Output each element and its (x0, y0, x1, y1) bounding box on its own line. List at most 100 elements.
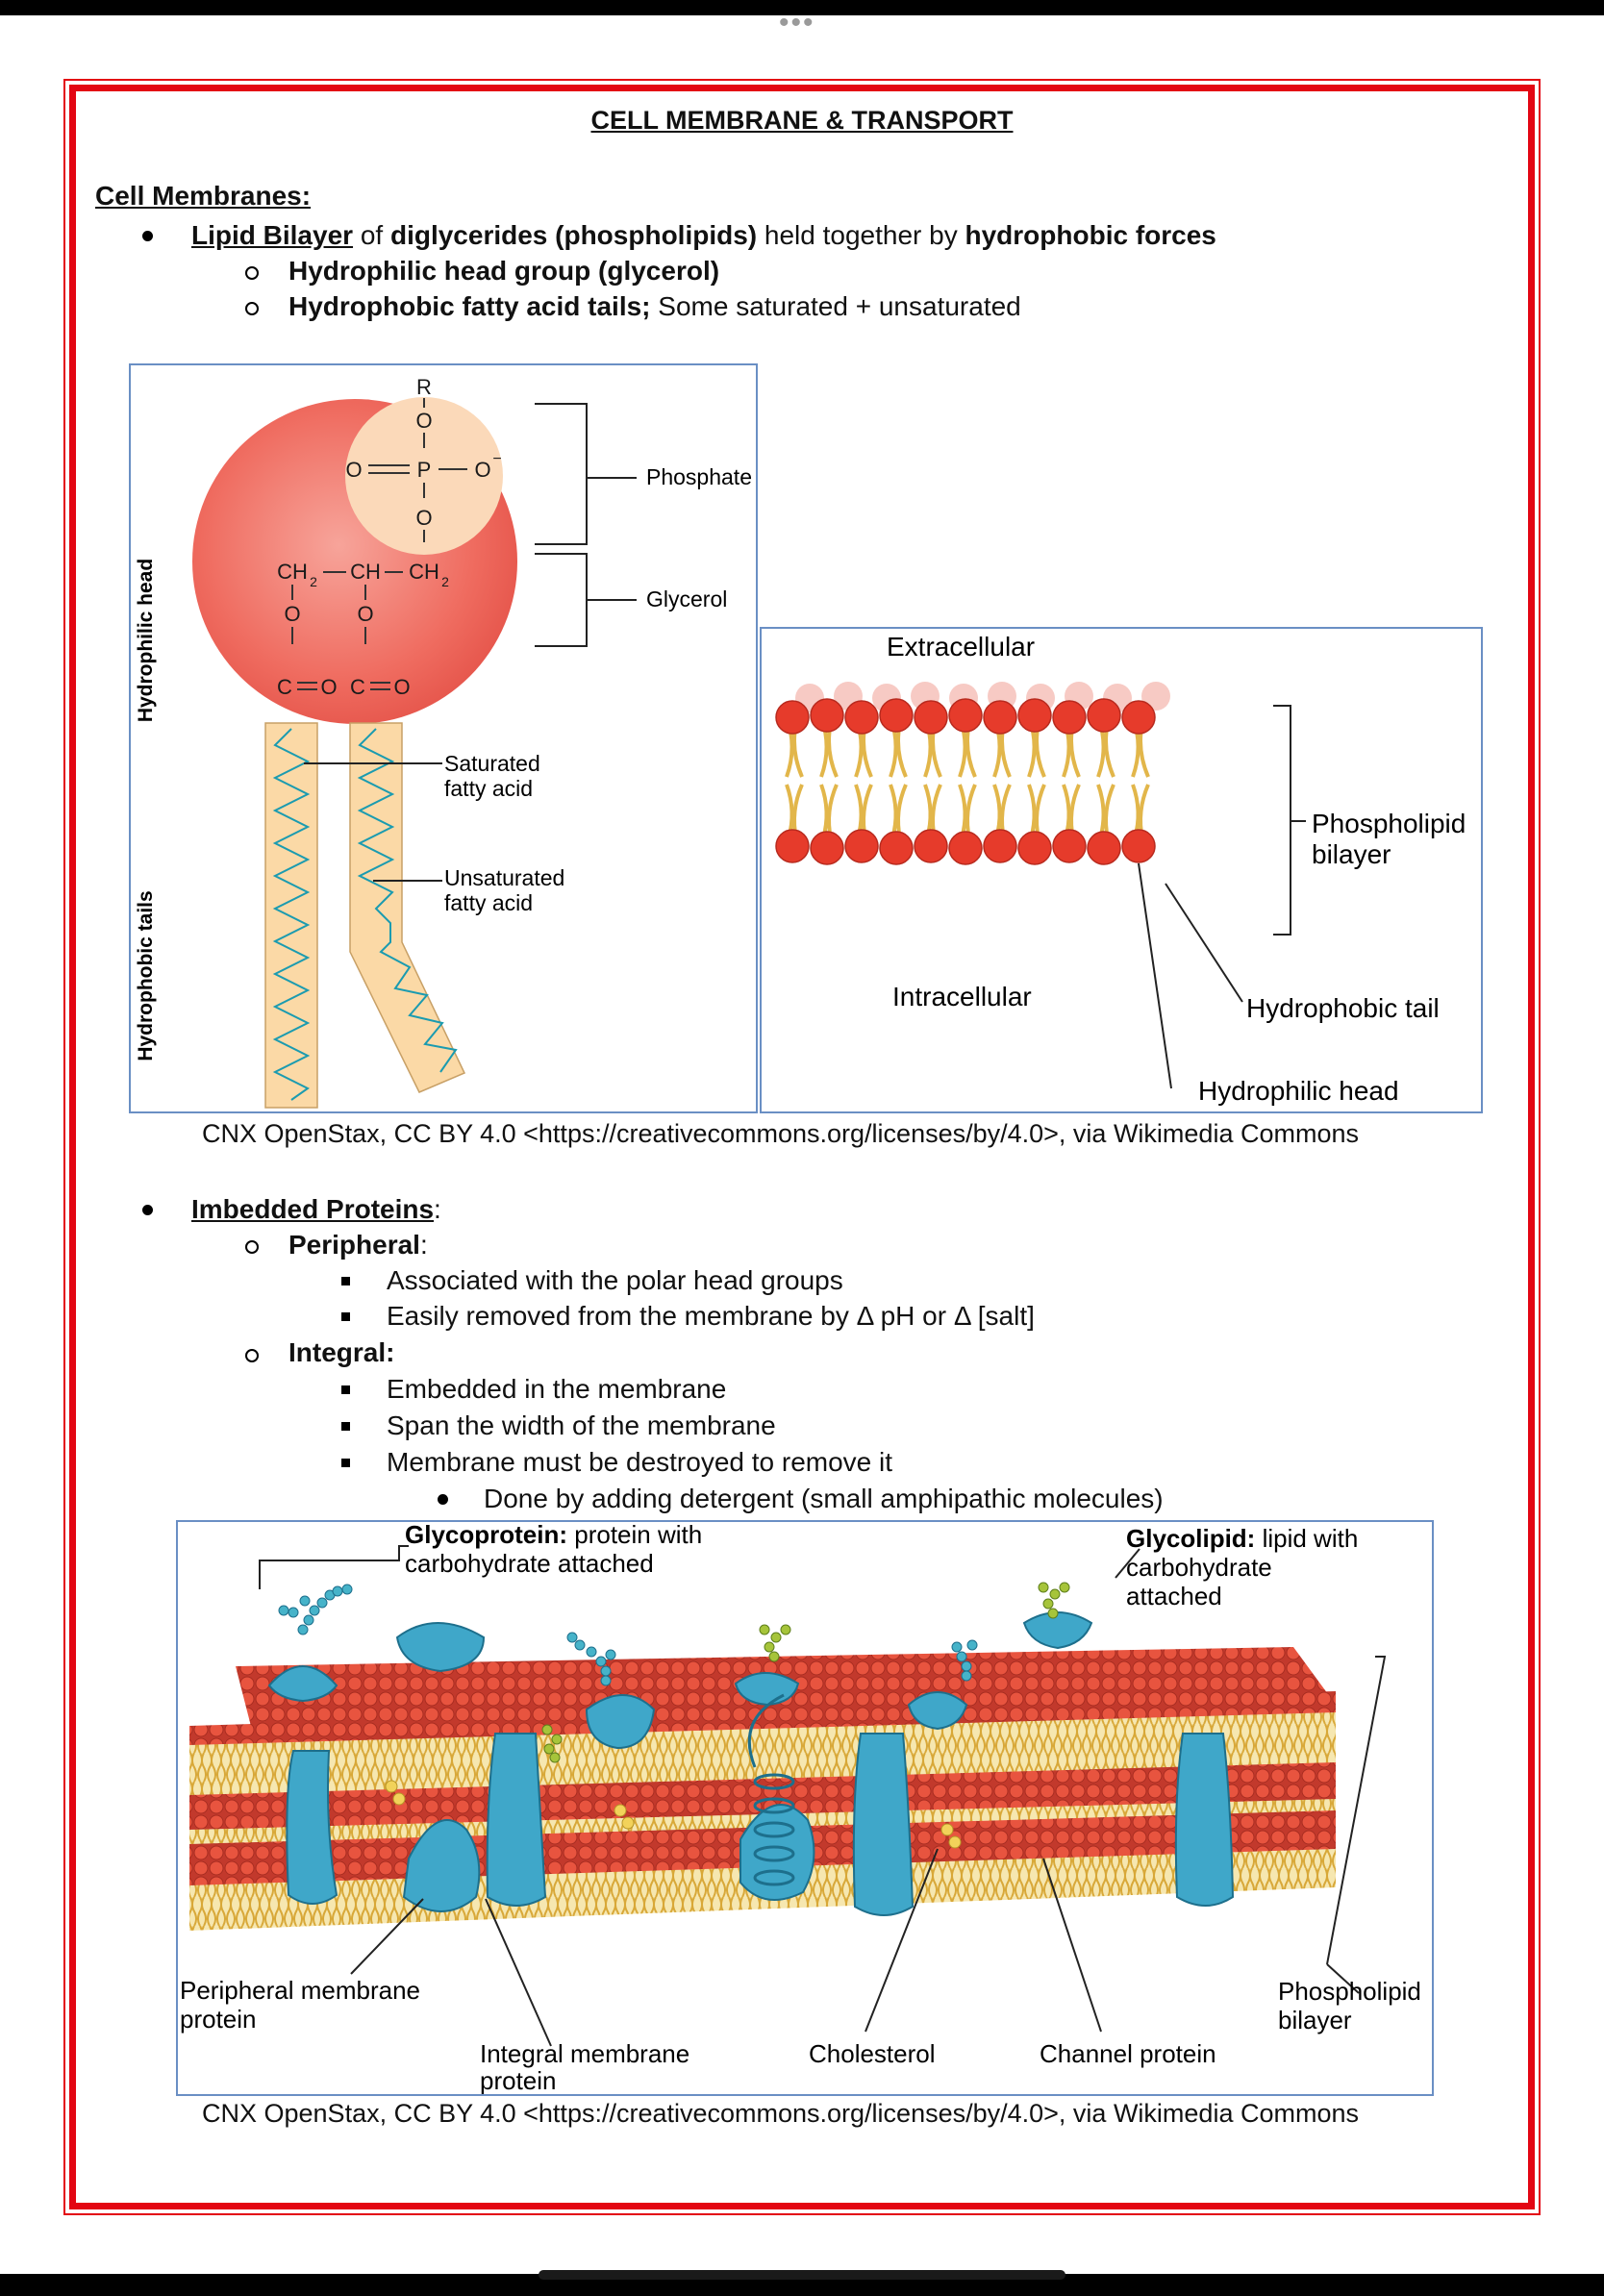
sub-item-fatty-acid-tails: Hydrophobic fatty acid tails; Some satur… (288, 291, 1021, 321)
phosphate-region (345, 397, 503, 555)
sub-bullet (245, 1240, 259, 1254)
peripheral-protein-label-2: protein (180, 2005, 257, 2034)
page-frame (69, 85, 1535, 2209)
section-heading-imbedded-proteins: Imbedded Proteins: (191, 1194, 441, 1224)
svg-text:O: O (474, 458, 490, 482)
glycerol-bracket (535, 553, 588, 647)
chemical-structure: R O P O O − O CH 2 CH CH 2 O O C O C O (277, 375, 502, 699)
svg-text:C: C (350, 675, 365, 699)
glycoprotein-label: Glycoprotein: protein with (405, 1522, 702, 1549)
bilayer-bracket (1273, 705, 1291, 936)
integral-protein-label-2: protein (480, 2066, 557, 2094)
glycolipid-label-2: carbohydrate (1126, 1553, 1272, 1582)
svg-text:CH: CH (350, 560, 381, 584)
more-options-icon[interactable]: ••• (779, 7, 815, 38)
integral-sub-item: Done by adding detergent (small amphipat… (484, 1484, 1164, 1513)
glycolipid-label-3: attached (1126, 1582, 1222, 1610)
square-bullet (341, 1422, 350, 1431)
status-bar (0, 0, 1604, 15)
svg-text:O: O (320, 675, 337, 699)
bullet-lipid-bilayer: Lipid Bilayer of diglycerides (phospholi… (191, 220, 1216, 250)
square-bullet (341, 1277, 350, 1285)
hydrophobic-tails-label: Hydrophobic tails (135, 890, 157, 1061)
integral-item: Membrane must be destroyed to remove it (387, 1447, 893, 1477)
unsaturated-label-2: fatty acid (444, 890, 533, 915)
figure-fluid-mosaic: Glycoprotein: protein with carbohydrate … (176, 1520, 1434, 2096)
figure-phospholipid-bilayer: Extracellular Phospholipid bilayer Intra… (760, 627, 1483, 1113)
glycolipid-carbohydrates (541, 1582, 1070, 1763)
hydrophobic-tail-label: Hydrophobic tail (1246, 993, 1440, 1023)
peripheral-protein-label: Peripheral membrane (180, 1976, 420, 2005)
sub-bullet (245, 1349, 259, 1362)
svg-text:O: O (284, 602, 300, 626)
sub-bullet (245, 266, 259, 280)
bilayer-label: Phospholipid (1278, 1977, 1421, 2006)
helix-protein (747, 1693, 795, 1886)
square-bullet (341, 1385, 350, 1394)
peripheral-heading: Peripheral: (288, 1230, 428, 1260)
page-title: CELL MEMBRANE & TRANSPORT (590, 106, 1014, 135)
peripheral-item: Associated with the polar head groups (387, 1265, 843, 1295)
top-head-row (775, 698, 1156, 735)
sub-item-head-group: Hydrophilic head group (glycerol) (288, 256, 720, 286)
hydrophilic-head-label: Hydrophilic head (1198, 1076, 1399, 1106)
home-indicator[interactable] (539, 2270, 1065, 2280)
bullet (142, 231, 153, 241)
unsaturated-label: Unsaturated (444, 865, 564, 890)
svg-text:O: O (393, 675, 410, 699)
svg-text:C: C (277, 675, 292, 699)
svg-text:CH: CH (409, 560, 439, 584)
hydrophilic-head-label: Hydrophilic head (135, 559, 157, 722)
saturated-label: Saturated (444, 751, 540, 776)
bilayer-label: Phospholipid (1312, 809, 1466, 838)
bottom-head-row (775, 829, 1156, 865)
svg-text:O: O (415, 506, 432, 530)
bottom-bar (0, 2274, 1604, 2296)
cholesterol-label: Cholesterol (809, 2039, 936, 2068)
integral-protein-label: Integral membrane (480, 2039, 689, 2068)
membrane-diagram: Glycoprotein: protein with carbohydrate … (180, 1520, 1421, 2095)
figure-phospholipid-structure: Hydrophilic head Hydrophobic tails R O P… (129, 363, 758, 1113)
glycoprotein-label-2: carbohydrate attached (405, 1549, 654, 1578)
glycerol-label: Glycerol (646, 586, 727, 611)
svg-text:2: 2 (310, 574, 317, 589)
phospholipid-diagram: Hydrophilic head Hydrophobic tails R O P… (135, 375, 752, 1109)
glycoprotein-carbohydrates (278, 1584, 978, 1686)
membrane-proteins (267, 1611, 1235, 1916)
unsaturated-tail (349, 722, 466, 1093)
saturated-label-2: fatty acid (444, 776, 533, 801)
bullet (142, 1205, 153, 1215)
integral-heading: Integral: (288, 1337, 395, 1367)
extracellular-label: Extracellular (887, 632, 1035, 661)
svg-text:O: O (415, 409, 432, 433)
glycolipid-label: Glycolipid: lipid with (1126, 1524, 1358, 1553)
image-credit-1: CNX OpenStax, CC BY 4.0 <https://creativ… (202, 1119, 1359, 1148)
image-credit-2: CNX OpenStax, CC BY 4.0 <https://creativ… (202, 2099, 1359, 2128)
page-frame-outer (63, 79, 1541, 2215)
square-bullet (341, 1312, 350, 1321)
svg-text:P: P (417, 458, 432, 482)
saturated-tail (264, 722, 318, 1109)
channel-protein-label: Channel protein (1040, 2039, 1216, 2068)
phosphate-label: Phosphate (646, 464, 752, 489)
saturated-chain (272, 728, 311, 1101)
cholesterol-molecules (385, 1780, 962, 1849)
square-bullet (341, 1459, 350, 1467)
svg-text:O: O (357, 602, 373, 626)
svg-text:R: R (416, 375, 432, 399)
sub-bullet (245, 302, 259, 315)
integral-item: Span the width of the membrane (387, 1410, 776, 1440)
phosphate-bracket (535, 403, 588, 545)
svg-text:−: − (492, 451, 501, 467)
bilayer-label-2: bilayer (1278, 2006, 1352, 2034)
peripheral-item: Easily removed from the membrane by Δ pH… (387, 1301, 1035, 1331)
section-heading-cell-membranes: Cell Membranes: (95, 181, 312, 211)
bilayer-diagram: Extracellular Phospholipid bilayer Intra… (775, 632, 1466, 1106)
svg-text:2: 2 (441, 574, 449, 589)
bilayer-label-2: bilayer (1312, 839, 1391, 869)
integral-item: Embedded in the membrane (387, 1374, 727, 1404)
unsaturated-chain (357, 728, 458, 1073)
svg-text:CH: CH (277, 560, 308, 584)
intracellular-label: Intracellular (892, 982, 1032, 1011)
svg-text:O: O (345, 458, 362, 482)
